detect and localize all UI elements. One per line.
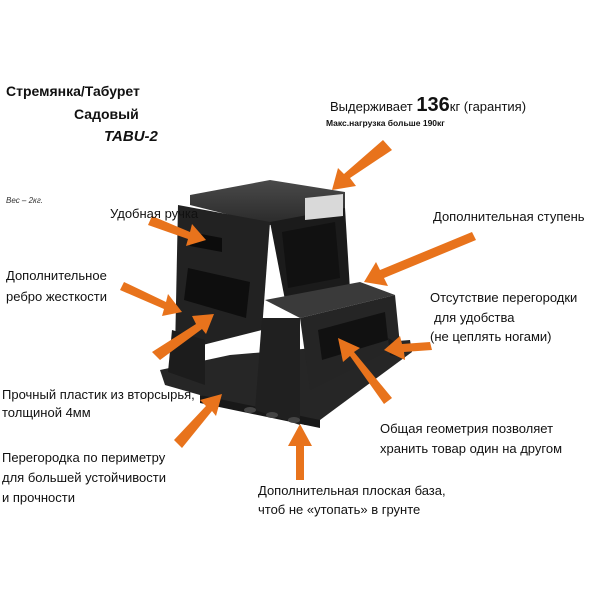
callout-plastic-line-1: Прочный пластик из вторсырья, <box>2 387 195 402</box>
arrow-rib <box>120 282 182 316</box>
capacity-prefix: Выдерживает <box>330 99 417 114</box>
side-opening <box>184 268 250 318</box>
arrow-plastic <box>152 314 214 360</box>
foot-pad <box>266 412 278 418</box>
callout-rib-line-2: ребро жесткости <box>6 289 107 304</box>
lower-step-top <box>265 282 395 318</box>
callout-no-partition-line-3: (не цеплять ногами) <box>430 329 552 344</box>
product-label <box>305 193 343 220</box>
title-line-1: Стремянка/Табурет <box>6 83 140 99</box>
capacity-value: 136 <box>416 94 450 116</box>
callout-no-partition-line-1: Отсутствие перегородки <box>430 290 578 305</box>
callout-perimeter-line-2: для большей устойчивости <box>2 470 166 485</box>
arrow-no-partition <box>384 336 432 360</box>
lower-step-opening <box>318 312 388 360</box>
callout-plastic-line-2: толщиной 4мм <box>2 405 91 420</box>
arrow-geometry <box>338 338 392 404</box>
callout-base-line-1: Дополнительная плоская база, <box>258 483 446 498</box>
callout-arrows <box>120 140 476 480</box>
arrow-capacity <box>332 140 392 190</box>
arrow-handle <box>148 216 206 246</box>
model-name: TABU-2 <box>104 128 158 145</box>
weight-note: Вес – 2кг. <box>6 196 43 205</box>
arrow-base <box>288 424 312 480</box>
lower-step-front <box>255 318 300 425</box>
max-load-note: Макс.нагрузка больше 190кг <box>326 118 445 128</box>
callout-extra-step: Дополнительная ступень <box>433 209 585 224</box>
callout-perimeter-line-3: и прочности <box>2 490 75 505</box>
callout-rib-line-1: Дополнительное <box>6 268 107 283</box>
arrow-perimeter <box>174 394 222 448</box>
callout-geometry-line-2: хранить товар один на другом <box>380 441 563 456</box>
foot-pad <box>244 407 256 413</box>
arrow-extra-step <box>364 232 476 286</box>
title-line-2: Садовый <box>74 106 139 122</box>
callout-geometry-line-1: Общая геометрия позволяет <box>380 421 554 436</box>
callout-handle: Удобная ручка <box>110 206 199 221</box>
foot-pad <box>288 417 300 423</box>
capacity-suffix: кг (гарантия) <box>449 99 527 114</box>
rear-opening <box>282 222 340 288</box>
capacity-text: Выдерживает 136кг (гарантия) <box>330 93 526 118</box>
callout-base-line-2: чтоб не «утопать» в грунте <box>258 502 421 517</box>
callout-perimeter-line-1: Перегородка по периметру <box>2 450 166 465</box>
callout-no-partition-line-2: для удобства <box>434 310 515 325</box>
